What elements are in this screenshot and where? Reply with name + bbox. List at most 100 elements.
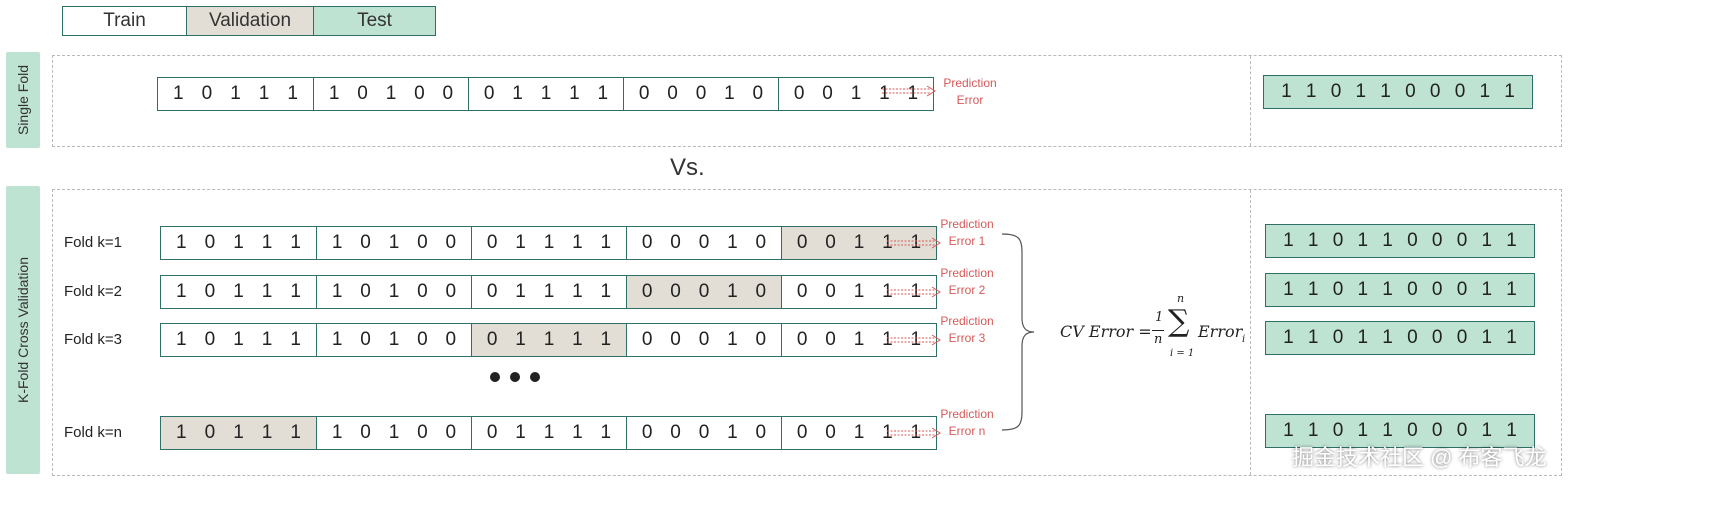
formula-num: 1 [1155, 310, 1164, 325]
bit: 1 [600, 422, 612, 443]
bit: 0 [670, 232, 681, 253]
bit: 0 [486, 329, 498, 350]
test-bit: 0 [1454, 81, 1466, 102]
bit: 1 [600, 329, 612, 350]
bit: 0 [486, 422, 498, 443]
bit: 0 [442, 83, 454, 104]
bit: 0 [445, 281, 457, 302]
bit: 1 [727, 281, 738, 302]
legend-train: Train [63, 7, 186, 35]
bit: 1 [176, 422, 187, 443]
bit: 0 [641, 329, 653, 350]
formula-sum-bottom: i = 1 [1170, 348, 1195, 359]
single-arrow-icon [882, 85, 936, 97]
formula-frac-bar [1152, 330, 1164, 331]
bit: 1 [882, 232, 893, 253]
bit: 1 [572, 422, 583, 443]
bit: 0 [417, 232, 428, 253]
bit: 0 [755, 232, 767, 253]
sigma-icon: ∑ [1168, 304, 1190, 339]
test-bit: 0 [1456, 230, 1468, 251]
bit: 0 [670, 422, 681, 443]
bit: 0 [670, 281, 681, 302]
bit: 1 [331, 329, 343, 350]
bit: 1 [230, 83, 241, 104]
bit: 0 [417, 329, 428, 350]
test-bit: 1 [1283, 279, 1294, 300]
bit: 1 [910, 329, 922, 350]
test-bit: 0 [1405, 81, 1416, 102]
bit: 1 [540, 83, 552, 104]
bit: 0 [414, 83, 425, 104]
test-bit: 1 [1506, 327, 1517, 348]
test-bit: 1 [1382, 279, 1393, 300]
bit: 1 [515, 422, 526, 443]
test-bit: 1 [1506, 420, 1517, 441]
fold-label: Fold k=n [64, 424, 122, 441]
bit: 1 [727, 422, 738, 443]
bit: 0 [667, 83, 678, 104]
bit: 1 [543, 281, 555, 302]
fold-label: Fold k=2 [64, 283, 122, 300]
test-bit: 1 [1357, 279, 1369, 300]
test-bit: 1 [1305, 81, 1317, 102]
test-bit: 0 [1431, 327, 1443, 348]
bit: 0 [204, 232, 216, 253]
test-bit: 1 [1504, 81, 1515, 102]
test-bit: 0 [1431, 420, 1443, 441]
bit: 1 [882, 329, 893, 350]
test-bit: 0 [1332, 420, 1344, 441]
fold-label: Fold k=1 [64, 234, 122, 251]
bit: 0 [417, 281, 428, 302]
formula-den: n [1154, 332, 1163, 347]
bit: 0 [755, 281, 767, 302]
single-fold-divider [1250, 56, 1251, 146]
test-bit: 0 [1332, 327, 1344, 348]
bit: 0 [698, 281, 710, 302]
bit: 0 [445, 422, 457, 443]
bit: 1 [569, 83, 580, 104]
bit: 0 [825, 422, 836, 443]
bit: 0 [825, 329, 836, 350]
formula-sub: i [1242, 334, 1246, 345]
test-bit: 1 [1481, 327, 1493, 348]
kfold-panel [52, 189, 1562, 476]
bit: 1 [512, 83, 523, 104]
bit: 0 [486, 232, 498, 253]
bit: 1 [882, 281, 893, 302]
test-bit: 1 [1307, 279, 1319, 300]
bit: 0 [360, 422, 371, 443]
bit: 0 [796, 422, 808, 443]
bit: 0 [825, 232, 836, 253]
bit: 1 [853, 329, 865, 350]
bit: 0 [204, 329, 216, 350]
bit: 0 [360, 329, 371, 350]
bit: 0 [752, 83, 764, 104]
prediction-line: Error 1 [948, 234, 986, 248]
bit: 0 [204, 422, 216, 443]
test-bit: 1 [1479, 81, 1491, 102]
formula-lhs: CV Error = [1060, 322, 1152, 341]
bit: 0 [357, 83, 368, 104]
test-bit: 1 [1481, 279, 1493, 300]
legend-validation: Validation [186, 7, 313, 35]
bit: 1 [600, 232, 612, 253]
arrow-icon [887, 427, 941, 439]
prediction-line: Error 3 [948, 331, 986, 345]
